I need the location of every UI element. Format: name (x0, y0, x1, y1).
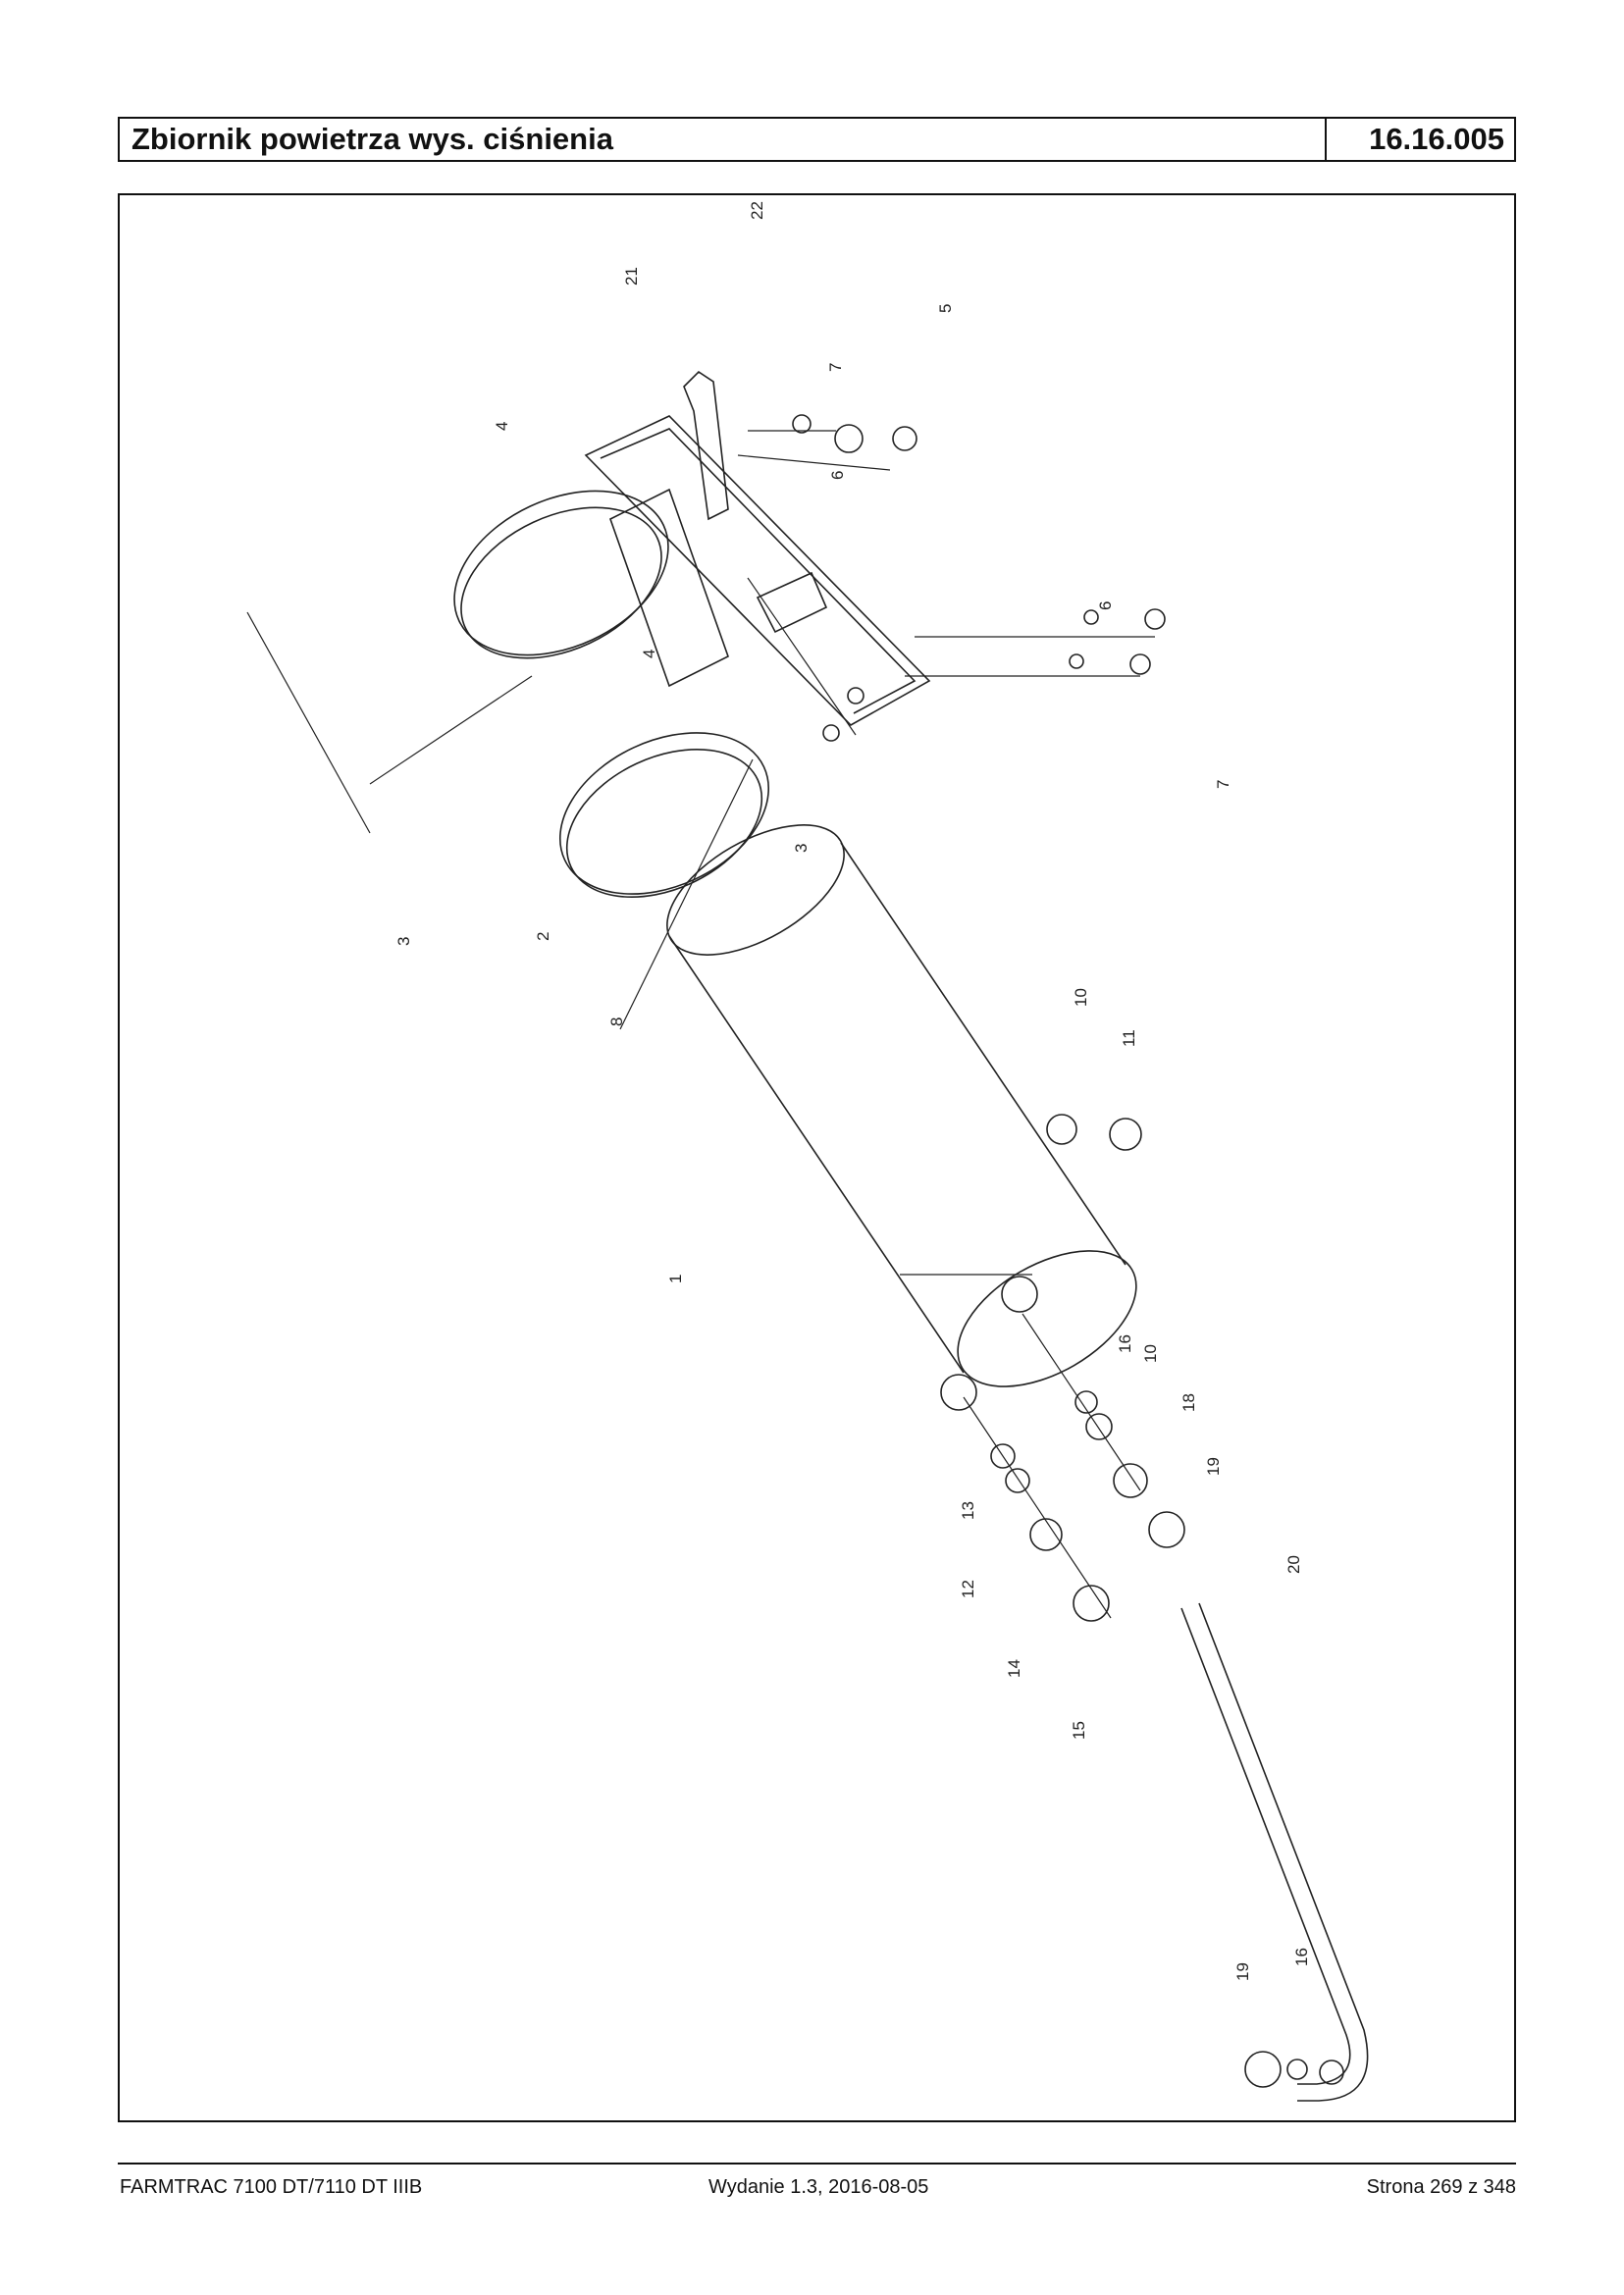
footer-edition: Wydanie 1.3, 2016-08-05 (708, 2176, 929, 2198)
callout-label: 22 (748, 201, 766, 220)
callout-label: 19 (1204, 1457, 1223, 1476)
callout-label: 11 (1120, 1029, 1138, 1047)
callout-label: 16 (1292, 1948, 1311, 1966)
footer-divider (118, 2163, 1516, 2165)
callout-label: 12 (959, 1580, 977, 1598)
callout-label: 20 (1284, 1555, 1303, 1574)
callout-label: 10 (1141, 1344, 1160, 1363)
leader-lines (246, 430, 1155, 1619)
page-title: Zbiornik powietrza wys. ciśnienia (131, 122, 613, 156)
air-pipe (1180, 1602, 1369, 2102)
fittings (792, 414, 1344, 2088)
callout-label: 14 (1005, 1659, 1023, 1678)
callout-label: 6 (828, 471, 847, 480)
callout-label: 18 (1179, 1393, 1198, 1412)
callout-label: 10 (1072, 988, 1090, 1007)
callout-label: 6 (1096, 601, 1115, 610)
callout-label: 5 (936, 304, 955, 313)
footer-model: FARMTRAC 7100 DT/7110 DT IIIB (120, 2176, 423, 2198)
callout-label: 1 (666, 1275, 685, 1283)
callout-label: 3 (394, 937, 413, 946)
clamp-band (453, 490, 770, 899)
parts-diagram: 1 2 3 3 4 4 5 6 6 7 7 8 10 10 11 12 13 1… (118, 193, 1516, 2122)
air-tank (666, 824, 1137, 1411)
mounting-bracket (584, 370, 931, 726)
callout-label: 3 (792, 844, 811, 853)
callout-label: 2 (534, 932, 552, 941)
page-code: 16.16.005 (1325, 119, 1514, 160)
callout-label: 7 (826, 363, 845, 372)
callout-label: 8 (607, 1017, 626, 1026)
footer-page-number: Strona 269 z 348 (1366, 2176, 1516, 2198)
callout-label: 4 (493, 422, 511, 431)
callout-label: 7 (1214, 780, 1232, 789)
callout-label: 13 (959, 1501, 977, 1520)
callout-labels: 1 2 3 3 4 4 5 6 6 7 7 8 10 10 11 12 13 1… (394, 201, 1311, 1981)
callout-label: 21 (622, 267, 641, 286)
callout-label: 15 (1070, 1721, 1088, 1740)
callout-label: 19 (1233, 1962, 1252, 1981)
callout-label: 16 (1116, 1334, 1134, 1353)
title-bar: Zbiornik powietrza wys. ciśnienia 16.16.… (118, 117, 1516, 162)
diagram-drawing: 1 2 3 3 4 4 5 6 6 7 7 8 10 10 11 12 13 1… (246, 201, 1369, 2102)
callout-label: 4 (640, 650, 658, 658)
